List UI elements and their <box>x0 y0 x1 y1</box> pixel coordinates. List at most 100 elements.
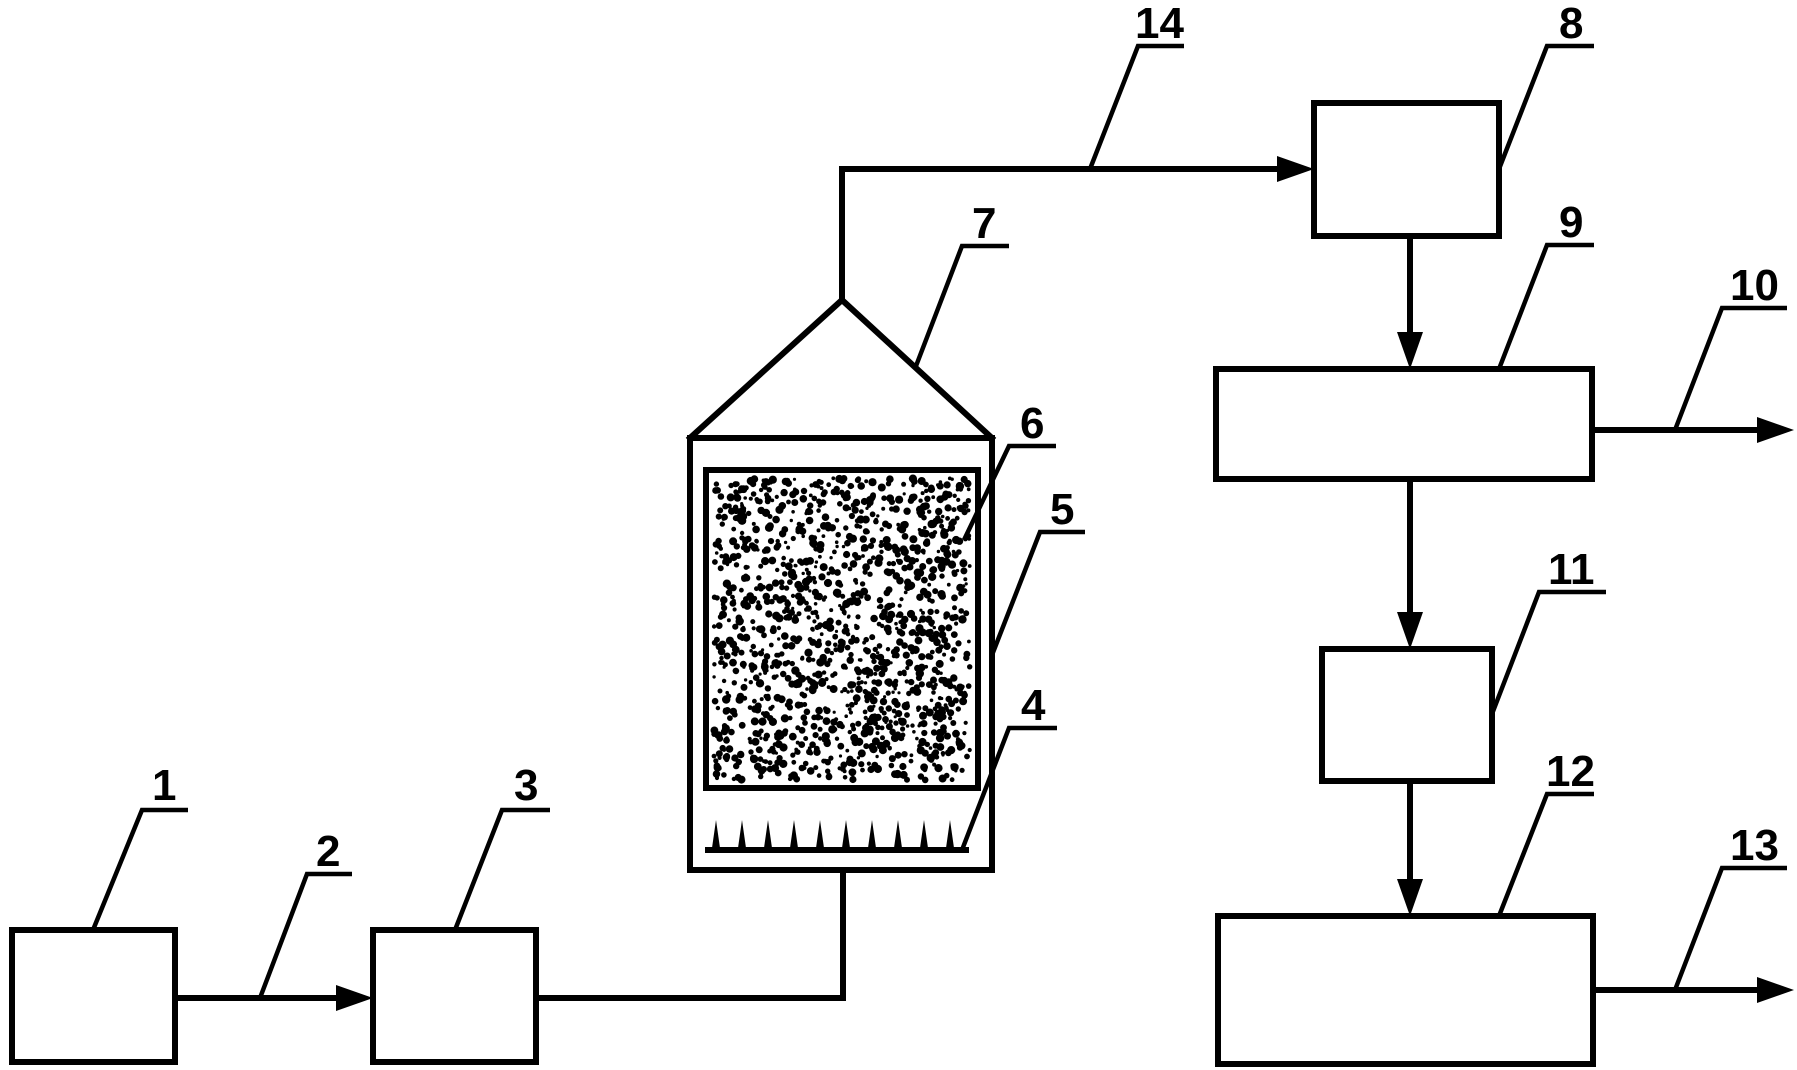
packing-dot <box>807 637 813 642</box>
packing-dot <box>780 488 788 497</box>
packing-dot <box>803 736 809 741</box>
packing-dot <box>715 537 722 545</box>
packing-dot <box>732 504 739 510</box>
packing-dot <box>919 711 927 720</box>
packing-dot <box>726 618 731 623</box>
packing-dot <box>755 625 763 633</box>
packing-dot <box>791 606 795 611</box>
packing-dot <box>947 560 957 569</box>
packing-dot <box>959 767 965 773</box>
packing-dot <box>720 596 728 604</box>
label-10: 10 <box>1730 261 1779 310</box>
packing-dot <box>927 582 932 587</box>
packing-dot <box>762 666 769 673</box>
packing-dot <box>963 577 968 582</box>
packing-dot <box>747 736 752 742</box>
packing-dot <box>793 487 797 492</box>
packing-dot <box>933 638 941 647</box>
packing-dot <box>904 578 912 586</box>
packing-dot <box>795 740 800 745</box>
packing-dot <box>867 542 875 550</box>
packing-dot <box>732 667 740 675</box>
packing-dot <box>801 577 811 587</box>
packing-dot <box>829 650 835 656</box>
packing-dot <box>791 510 795 514</box>
packing-dot <box>837 742 845 750</box>
label-9: 9 <box>1559 198 1583 247</box>
packing-dot <box>879 725 885 731</box>
packing-dot <box>938 774 947 783</box>
packing-dot <box>737 775 746 784</box>
packing-dot <box>898 717 907 726</box>
packing-dot <box>944 545 950 551</box>
packing-dot <box>741 506 747 511</box>
packing-dot <box>945 707 950 713</box>
packing-dot <box>881 608 888 616</box>
packing-dot <box>925 557 933 565</box>
packing-dot <box>943 703 948 708</box>
packing-dot <box>926 753 935 763</box>
packing-dot <box>826 617 834 625</box>
packing-dot <box>928 523 933 528</box>
packing-dot <box>947 524 956 532</box>
packing-dot <box>952 535 961 545</box>
packing-dot <box>959 697 968 706</box>
packing-dot <box>823 578 833 588</box>
packing-dot <box>943 642 951 650</box>
packing-dot <box>892 505 900 513</box>
packing-dot <box>851 738 860 747</box>
packing-dot <box>924 495 931 502</box>
arrow-into-8-icon <box>1277 156 1314 182</box>
packing-dot <box>805 507 813 516</box>
packing-dot <box>719 554 724 559</box>
packing-dot <box>890 733 900 743</box>
packing-dot <box>886 494 894 503</box>
packing-dot <box>848 768 857 777</box>
packing-dot <box>847 729 852 735</box>
packing-dot <box>940 696 944 701</box>
packing-dot <box>782 642 790 650</box>
packing-dot <box>867 571 873 577</box>
packing-dot <box>946 582 951 587</box>
packing-dot <box>778 579 785 586</box>
packing-dot <box>802 702 808 707</box>
packing-dot <box>770 498 775 503</box>
packing-dot <box>711 753 717 759</box>
packing-dot <box>712 770 721 778</box>
packing-dot <box>851 726 857 732</box>
packing-dot <box>757 756 764 762</box>
packing-dot <box>868 671 874 677</box>
packing-dot <box>821 670 827 675</box>
packing-dot <box>951 507 957 513</box>
packing-dot <box>925 708 934 717</box>
arrow-into-9-icon <box>1397 332 1423 369</box>
packing-dot <box>788 732 797 741</box>
packing-dot <box>786 545 791 550</box>
packing-dot <box>883 589 891 597</box>
nozzle-icon <box>790 820 798 848</box>
packing-dot <box>816 528 821 533</box>
packing-dot <box>731 757 735 761</box>
packing-dot <box>908 493 917 502</box>
packing-dot <box>794 750 798 755</box>
arrow-out-10-icon <box>1757 417 1794 443</box>
packing-dot <box>967 564 972 568</box>
packing-dot <box>781 632 789 640</box>
packing-dot <box>774 662 781 669</box>
packing-dot <box>885 723 893 731</box>
packing-dot <box>750 619 756 625</box>
packing-dot <box>885 647 891 652</box>
packing-dot <box>899 762 907 771</box>
packing-dot <box>788 680 796 688</box>
packing-dot <box>815 592 823 601</box>
leader-5 <box>989 529 1085 656</box>
packing-dot <box>722 748 726 752</box>
packing-dot <box>863 715 868 721</box>
packing-dot <box>849 775 857 784</box>
packing-dot <box>848 651 854 658</box>
packing-dot <box>824 661 831 668</box>
packing-dot <box>718 660 724 665</box>
packing-dot <box>921 514 927 521</box>
packing-dot <box>715 750 723 758</box>
packing-dot <box>909 535 918 544</box>
